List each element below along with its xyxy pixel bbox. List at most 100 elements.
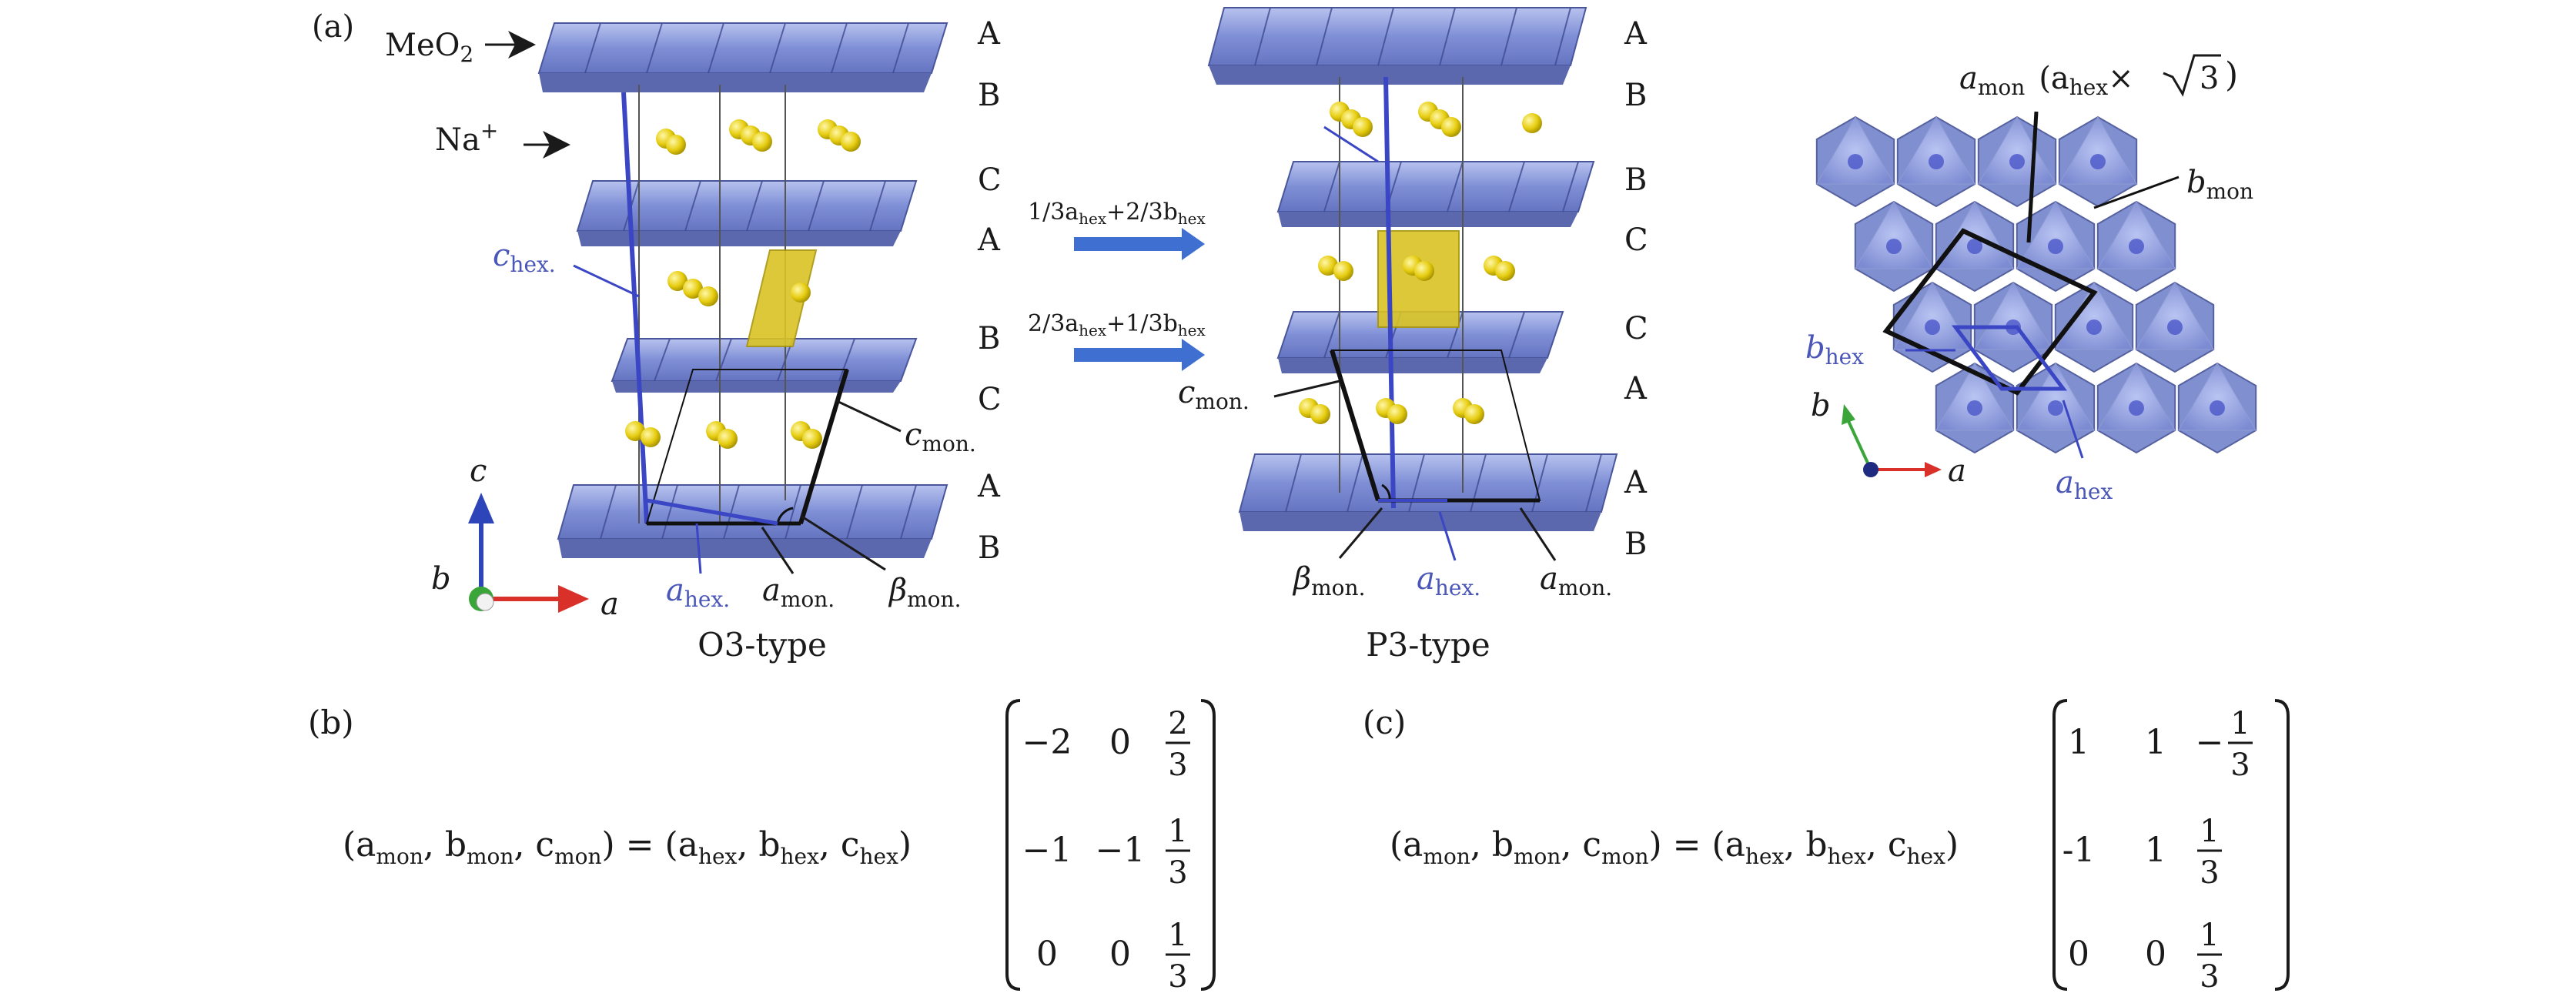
top-view-a-mon-label: amon(ahex× 3 )	[1959, 54, 2238, 100]
matrix-cell: 0	[1109, 723, 1131, 762]
panel-b-equation: (amon, bmon, cmon) = (ahex, bhex, chex)	[343, 825, 912, 869]
svg-text:0: 0	[1109, 723, 1131, 762]
svg-text:(amon, bmon, cmon) = (ahex, bh: (amon, bmon, cmon) = (ahex, bhex, chex)	[1390, 825, 1959, 869]
panel-c-label: (c)	[1363, 704, 1406, 741]
matrix-cell: 0	[2145, 935, 2166, 974]
svg-text:A: A	[1624, 465, 1648, 500]
svg-text:1: 1	[2230, 706, 2250, 741]
svg-text:ahex.: ahex.	[666, 573, 730, 612]
svg-text:C: C	[978, 382, 1002, 417]
p3-layer-sequence: A B B C C A A B	[1624, 16, 1648, 562]
o3-sodium-ions	[625, 119, 861, 449]
svg-text:B: B	[978, 530, 1000, 566]
top-view-lattice	[1815, 111, 2257, 459]
svg-text:B: B	[1624, 162, 1647, 198]
svg-text:3: 3	[2230, 747, 2250, 783]
svg-text:βmon.: βmon.	[888, 573, 961, 612]
o3-structure	[537, 22, 948, 558]
panel-a-label: (a)	[312, 9, 354, 45]
svg-text:A: A	[1624, 371, 1648, 406]
svg-text:−2: −2	[1022, 723, 1072, 762]
matrix-cell: 23	[1166, 706, 1190, 783]
p3-caption: P3-type	[1366, 626, 1490, 664]
svg-text:C: C	[1624, 222, 1648, 258]
svg-text:3: 3	[1168, 747, 1187, 783]
svg-text:B: B	[978, 321, 1000, 356]
o3-slab-3	[611, 338, 918, 393]
matrix-cell: 13	[1166, 918, 1190, 995]
svg-text:3: 3	[2200, 855, 2219, 891]
matrix-cell: −1	[1022, 831, 1072, 870]
svg-text:βmon.: βmon.	[1292, 561, 1365, 600]
matrix-cell: −1	[1096, 831, 1146, 870]
svg-text:3: 3	[1168, 959, 1187, 995]
p3-structure	[1207, 7, 1618, 531]
svg-text:A: A	[977, 469, 1001, 504]
svg-text:-1: -1	[2062, 831, 2096, 870]
svg-text:1: 1	[2145, 723, 2166, 762]
p3-slab-3	[1276, 311, 1564, 373]
o3-prism	[745, 249, 818, 347]
svg-text:A: A	[977, 222, 1001, 258]
svg-text:1/3ahex+2/3bhex: 1/3ahex+2/3bhex	[1028, 199, 1206, 228]
o3-slab-2	[576, 180, 918, 246]
svg-text:3: 3	[1168, 855, 1187, 891]
svg-text:a: a	[601, 587, 619, 622]
svg-text:1: 1	[2200, 918, 2219, 953]
o3-slab-1	[537, 22, 948, 92]
svg-text:bmon: bmon	[2186, 165, 2253, 204]
shift-arrow-top: 1/3ahex+2/3bhex	[1028, 199, 1206, 260]
svg-text:A: A	[977, 16, 1001, 52]
svg-text:0: 0	[1036, 935, 1058, 974]
svg-text:3: 3	[2200, 61, 2219, 96]
svg-text:3: 3	[2200, 959, 2219, 995]
svg-text:amon.: amon.	[1540, 561, 1612, 600]
top-view-b-hex-label: bhex	[1805, 330, 1864, 370]
p3-a-mon-label: amon.	[1519, 507, 1612, 600]
o3-caption: O3-type	[698, 626, 827, 664]
o3-beta-mon-label: βmon.	[800, 514, 961, 612]
svg-text:1: 1	[1168, 918, 1187, 953]
svg-text:−1: −1	[1022, 831, 1072, 870]
panel-b-label: (b)	[308, 704, 354, 741]
svg-text:0: 0	[1109, 935, 1131, 974]
svg-text:1: 1	[2145, 831, 2166, 870]
o3-axes: c b a	[431, 453, 619, 622]
svg-text:1: 1	[1168, 814, 1187, 849]
svg-text:chex.: chex.	[493, 238, 556, 277]
matrix-cell: 1	[2068, 723, 2089, 762]
matrix-cell: -1	[2062, 831, 2096, 870]
svg-text:bhex: bhex	[1805, 330, 1864, 370]
svg-text:MeO2: MeO2	[385, 28, 473, 67]
svg-text:amon.: amon.	[762, 573, 835, 612]
matrix-cell: 0	[1036, 935, 1058, 974]
top-view-b-mon-label: bmon	[2186, 165, 2253, 204]
svg-text:0: 0	[2068, 935, 2089, 974]
o3-meo2-label: MeO2	[385, 28, 536, 67]
svg-text:B: B	[1624, 78, 1647, 113]
svg-text:c: c	[470, 453, 487, 489]
svg-text:−1: −1	[1096, 831, 1146, 870]
p3-slab-4	[1238, 453, 1618, 531]
svg-text:B: B	[978, 78, 1000, 113]
p3-slab-2	[1276, 161, 1595, 227]
svg-text:(amon, bmon, cmon) = (ahex, bh: (amon, bmon, cmon) = (ahex, bhex, chex)	[343, 825, 912, 869]
svg-text:C: C	[1624, 311, 1648, 346]
o3-c-hex-label: chex.	[493, 238, 640, 298]
top-view-axes: b a	[1811, 388, 1966, 489]
panel-c-equation: (amon, bmon, cmon) = (ahex, bhex, chex)	[1390, 825, 1959, 869]
svg-text:b: b	[431, 561, 451, 597]
svg-text:2: 2	[1168, 706, 1187, 741]
svg-text:): )	[2225, 55, 2238, 95]
o3-na-label: Na+	[435, 118, 570, 159]
matrix-cell: 13	[2197, 918, 2222, 995]
o3-c-mon-label: cmon.	[835, 399, 976, 457]
matrix-cell: 13	[1166, 814, 1190, 891]
p3-c-mon-label: cmon.	[1178, 375, 1340, 414]
svg-text:b: b	[1811, 388, 1831, 423]
matrix-cell: 0	[1109, 935, 1131, 974]
matrix-cell: 0	[2068, 935, 2089, 974]
svg-text:a: a	[1948, 453, 1966, 489]
